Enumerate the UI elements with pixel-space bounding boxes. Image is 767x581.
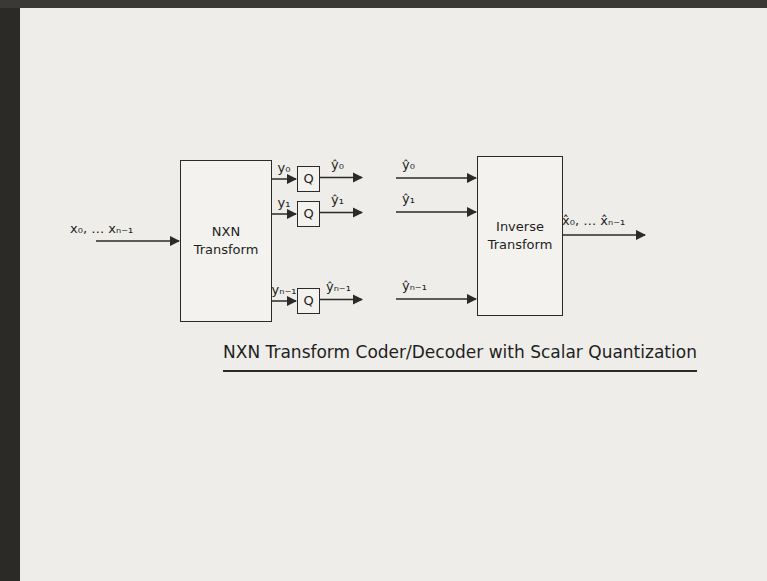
decoder-input-arrow: [396, 177, 476, 179]
box-text: Q: [303, 292, 313, 310]
quantizer-box: Q: [297, 166, 320, 192]
received-coefficient-label: ŷ₀: [402, 157, 415, 173]
received-coefficient-label: ŷₙ₋₁: [402, 278, 427, 294]
coefficient-label: yₙ₋₁: [272, 282, 297, 298]
box-text: NXN Transform: [181, 223, 271, 258]
quantized-coefficient-label: ŷₙ₋₁: [326, 279, 351, 295]
coefficient-label: y₀: [278, 160, 291, 176]
box-text: Inverse Transform: [478, 218, 562, 253]
quantized-coefficient-label: ŷ₀: [331, 157, 344, 173]
inverse-transform-box: Inverse Transform: [477, 156, 563, 316]
quantizer-output-arrow: [320, 212, 362, 214]
diagram-caption: NXN Transform Coder/Decoder with Scalar …: [223, 342, 697, 372]
input-arrow: [96, 240, 179, 242]
output-arrow: [557, 234, 645, 236]
signal-arrow: [272, 213, 296, 215]
signal-arrow: [272, 300, 296, 302]
quantizer-output-arrow: [320, 299, 362, 301]
signal-arrow: [272, 178, 296, 180]
input-signal-label: x₀, … xₙ₋₁: [70, 221, 133, 237]
box-text: Q: [303, 205, 313, 223]
dark-edge: [0, 0, 767, 8]
reconstructed-signal-label: x̂₀, … x̂ₙ₋₁: [562, 213, 625, 229]
quantizer-box: Q: [297, 288, 320, 314]
quantizer-output-arrow: [320, 177, 362, 179]
quantizer-box: Q: [297, 201, 320, 227]
received-coefficient-label: ŷ₁: [402, 191, 415, 207]
box-text: Q: [303, 170, 313, 188]
decoder-input-arrow: [396, 211, 476, 213]
quantized-coefficient-label: ŷ₁: [331, 192, 344, 208]
transform-box: NXN Transform: [180, 160, 272, 322]
coefficient-label: y₁: [278, 195, 291, 211]
dark-edge: [0, 0, 20, 581]
decoder-input-arrow: [396, 298, 476, 300]
